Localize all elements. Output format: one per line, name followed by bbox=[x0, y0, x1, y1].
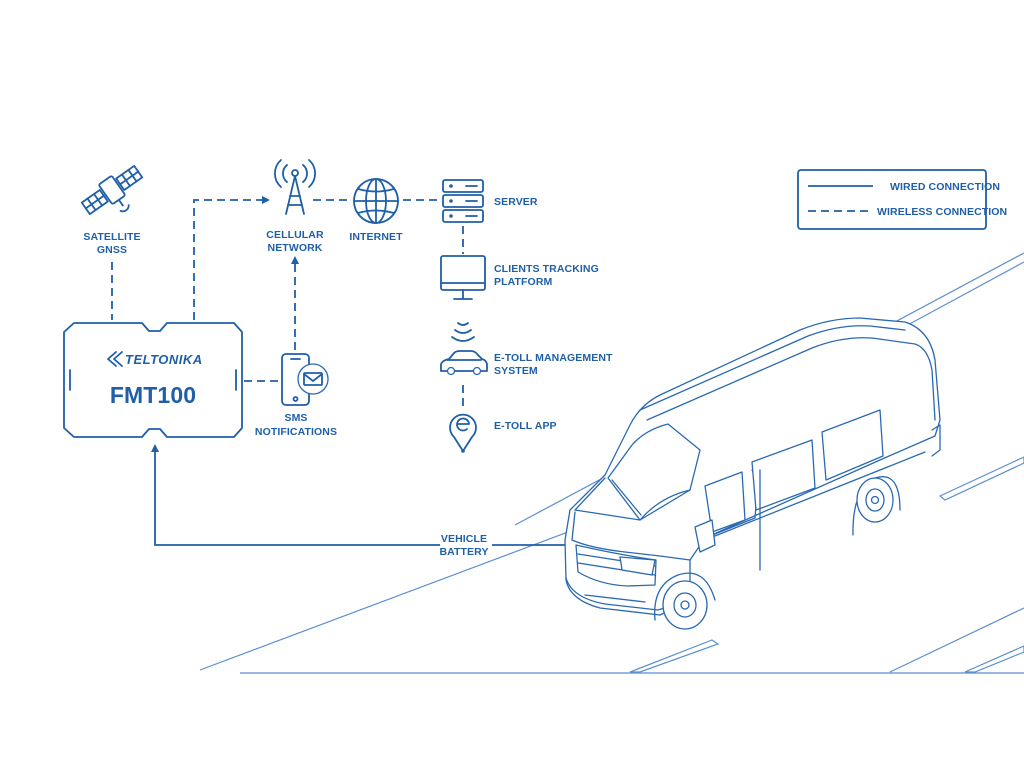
label-cellular-1: CELLULAR bbox=[266, 229, 324, 241]
arrow-cellular bbox=[262, 196, 270, 204]
device-model: FMT100 bbox=[110, 382, 196, 408]
van-illustration bbox=[564, 317, 941, 630]
label-satellite-1: SATELLITE bbox=[83, 231, 140, 243]
label-clients-1: CLIENTS TRACKING bbox=[494, 263, 599, 275]
label-etoll-system-1: E-TOLL MANAGEMENT bbox=[494, 352, 613, 364]
globe-icon bbox=[353, 178, 399, 224]
legend-wired-label: WIRED CONNECTION bbox=[890, 181, 1000, 193]
label-etoll-app: E-TOLL APP bbox=[494, 420, 557, 432]
car-icon bbox=[440, 350, 488, 376]
label-sms-2: NOTIFICATIONS bbox=[255, 426, 337, 438]
link-device-cellular bbox=[193, 199, 264, 320]
legend: WIRED CONNECTION WIRELESS CONNECTION bbox=[797, 169, 1007, 230]
teltonika-logo-icon bbox=[107, 351, 123, 367]
fmt100-device: TELTONIKA FMT100 bbox=[63, 322, 243, 438]
arrow-battery-up bbox=[151, 444, 159, 452]
monitor-icon bbox=[440, 255, 486, 300]
connections bbox=[111, 196, 610, 546]
label-battery-1: VEHICLE bbox=[441, 533, 487, 545]
label-internet: INTERNET bbox=[349, 231, 403, 243]
label-sms-1: SMS bbox=[284, 412, 307, 424]
wireless-waves-icon bbox=[451, 322, 475, 342]
label-server: SERVER bbox=[494, 196, 538, 208]
label-clients-2: PLATFORM bbox=[494, 276, 552, 288]
cell-tower-icon bbox=[274, 159, 316, 215]
label-cellular-2: NETWORK bbox=[268, 242, 323, 254]
label-battery-2: BATTERY bbox=[439, 546, 488, 558]
label-satellite-2: GNSS bbox=[97, 244, 127, 256]
location-pin-icon bbox=[449, 413, 477, 453]
device-brand: TELTONIKA bbox=[125, 352, 203, 367]
satellite-icon bbox=[80, 165, 144, 215]
legend-wireless-label: WIRELESS CONNECTION bbox=[877, 206, 1007, 218]
server-icon bbox=[442, 179, 484, 223]
label-etoll-system-2: SYSTEM bbox=[494, 365, 538, 377]
link-battery-device bbox=[154, 452, 440, 546]
arrow-sms-up bbox=[291, 256, 299, 264]
legend-box bbox=[797, 169, 987, 230]
envelope-icon bbox=[297, 363, 329, 395]
